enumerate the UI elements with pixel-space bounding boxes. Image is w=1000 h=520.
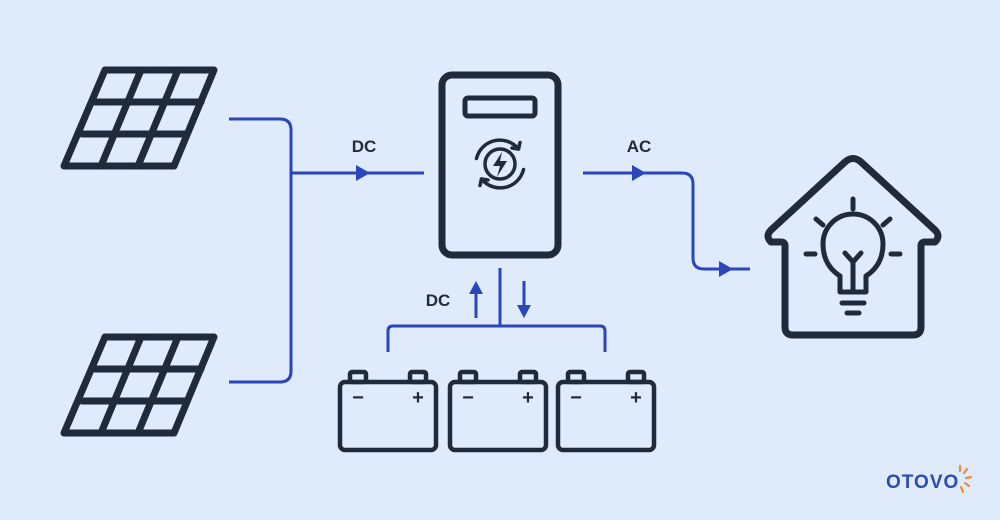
solar-panel-icon (60, 333, 218, 437)
lightning-bolt-icon (493, 152, 507, 177)
battery-icon (447, 369, 549, 453)
discharge-down-arrow (517, 281, 531, 318)
battery-icon (337, 369, 439, 453)
battery-bus-wiring (386, 268, 607, 352)
dc-flow-arrow (356, 165, 370, 181)
solar-panel-icon (60, 66, 218, 170)
battery-minus-sign: − (462, 387, 474, 409)
battery-plus-sign: + (630, 387, 642, 409)
dc-input-label: DC (352, 137, 377, 156)
charge-up-arrow (469, 281, 483, 318)
dc-input-wiring (229, 117, 424, 384)
battery-plus-sign: + (412, 387, 424, 409)
otovo-logo-text: OTOVO (886, 472, 959, 493)
dc-battery-label: DC (426, 291, 451, 310)
ac-output-label: AC (627, 137, 652, 156)
otovo-spark-icon (958, 464, 973, 494)
battery-minus-sign: − (570, 387, 582, 409)
house-icon (764, 155, 942, 339)
ac-flow-arrow (719, 261, 733, 277)
light-bulb-icon (803, 196, 903, 316)
ac-output-wiring (583, 171, 750, 271)
battery-plus-sign: + (522, 387, 534, 409)
inverter-icon (438, 71, 562, 259)
battery-minus-sign: − (352, 387, 364, 409)
ac-flow-arrow (632, 165, 646, 181)
battery-icon (555, 369, 657, 453)
